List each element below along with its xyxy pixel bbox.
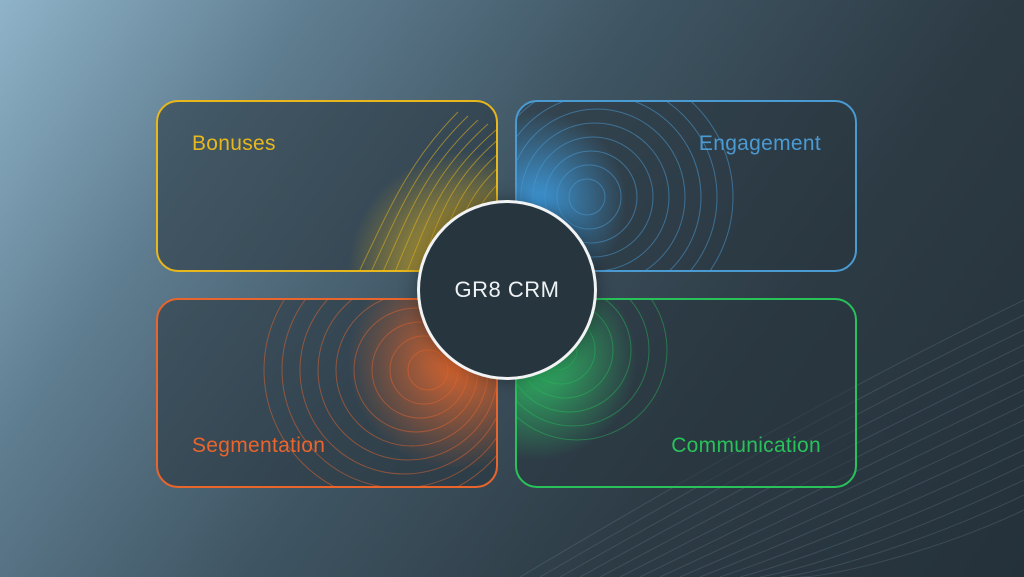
bonuses-label: Bonuses — [192, 132, 276, 155]
segmentation-label: Segmentation — [192, 434, 326, 457]
hub-label: GR8 CRM — [454, 277, 560, 302]
engagement-card: Engagement — [515, 100, 857, 272]
communication-label: Communication — [671, 434, 821, 457]
gr8-crm-hub: GR8 CRM — [417, 200, 597, 380]
engagement-label: Engagement — [698, 132, 821, 155]
